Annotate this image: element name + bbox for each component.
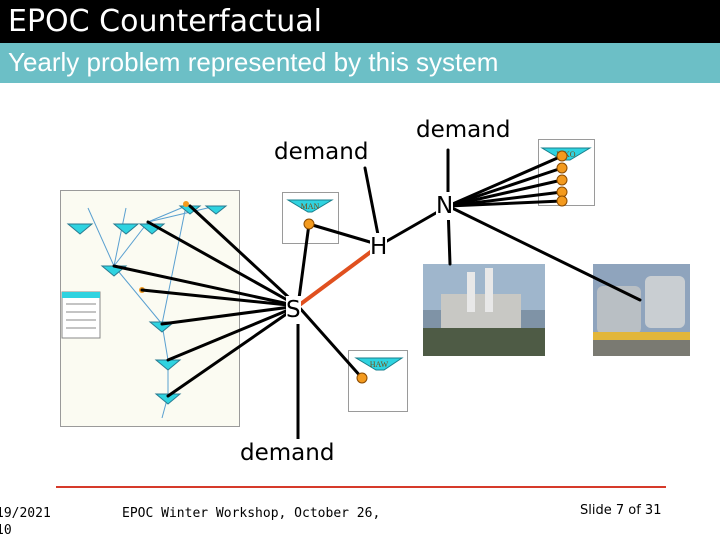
schematic-thumbnail — [61, 201, 228, 419]
link-thumbnail-s — [188, 204, 300, 308]
link-s-haw — [296, 304, 364, 380]
link-n-refinery — [446, 204, 642, 302]
refinery-tank — [645, 276, 685, 328]
power-plant-photo — [423, 264, 545, 356]
footer-date: 19/2021 — [0, 506, 51, 521]
link-demand-h — [363, 166, 382, 247]
terminal-man — [303, 218, 315, 230]
station-haw-glyph — [354, 357, 404, 371]
plant-stack — [467, 272, 475, 312]
link-thumbnail-s — [112, 264, 300, 308]
plant-building — [441, 294, 521, 328]
plant-stack — [485, 268, 493, 312]
slide-title: EPOC Counterfactual — [8, 4, 322, 39]
node-h: H — [370, 233, 388, 261]
title-bar — [0, 0, 720, 43]
demand-label-bottom: demand — [240, 439, 335, 467]
refinery-ground — [593, 340, 690, 356]
link-man-s — [296, 222, 311, 308]
footer-event: EPOC Winter Workshop, October 26, — [122, 506, 381, 521]
footer-date-line2: 10 — [0, 523, 12, 538]
node-s: S — [286, 296, 301, 324]
link-n-wko — [446, 178, 564, 208]
link-thumbnail-s — [146, 220, 300, 308]
link-thumbnail-s — [166, 304, 300, 362]
link-man-h — [307, 222, 382, 247]
terminal-wko — [556, 195, 568, 207]
link-n-wko — [446, 166, 564, 208]
link-n-wko — [446, 199, 564, 208]
terminal-markers — [303, 150, 568, 384]
footer-rule — [56, 486, 666, 488]
subtitle-bar — [0, 43, 720, 83]
refinery-photo — [593, 264, 690, 356]
network-links — [112, 148, 642, 442]
link-thumbnail-s — [140, 288, 300, 308]
station-haw-label: HAW — [370, 360, 389, 369]
plant-water — [423, 328, 545, 356]
refinery-pipes — [593, 332, 690, 340]
demand-label-top-right: demand — [416, 116, 511, 144]
refinery-tank — [597, 286, 641, 334]
slide-subtitle: Yearly problem represented by this syste… — [8, 47, 499, 77]
terminal-wko — [556, 150, 568, 162]
station-man-glyph — [286, 199, 334, 213]
link-h-s-highlight — [296, 243, 382, 308]
terminal-wko — [556, 162, 568, 174]
link-thumbnail-s — [160, 304, 300, 326]
node-n: N — [436, 192, 454, 220]
terminal-wko — [556, 174, 568, 186]
link-thumbnail-s — [166, 304, 300, 398]
demand-label-top-left: demand — [274, 138, 369, 166]
slide-number: Slide 7 of 31 — [580, 503, 662, 518]
terminal-haw — [356, 372, 368, 384]
station-man-label: MAN — [301, 202, 320, 211]
link-n-wko — [446, 154, 564, 208]
